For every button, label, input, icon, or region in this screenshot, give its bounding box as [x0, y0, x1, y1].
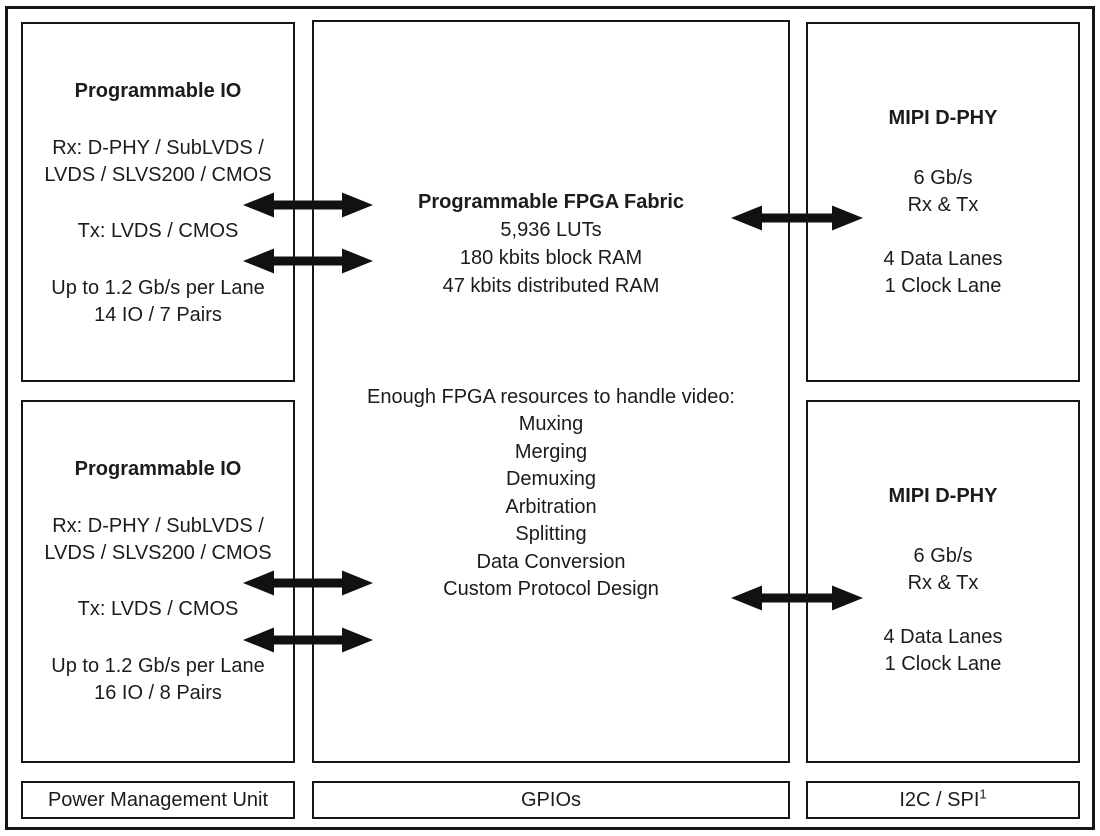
pmu-label: Power Management Unit	[47, 788, 269, 811]
dphy-speed-group: 6 Gb/s Rx & Tx	[808, 165, 1078, 219]
i2c-spi-label: I2C / SPI1	[899, 785, 987, 811]
bidirectional-arrow-left-3	[243, 570, 373, 596]
lane-rate-group: Up to 1.2 Gb/s per Lane 14 IO / 7 Pairs	[23, 275, 293, 329]
video-resources-heading: Enough FPGA resources to handle video:	[366, 386, 735, 408]
fpga-fabric-title: Programmable FPGA Fabric	[418, 191, 684, 213]
chip-outline	[5, 6, 1095, 830]
lane-rate-line: Up to 1.2 Gb/s per Lane	[51, 655, 265, 677]
distributed-ram-spec: 47 kbits distributed RAM	[442, 275, 660, 297]
dphy-clock-lane: 1 Clock Lane	[884, 653, 1002, 675]
bidirectional-arrow-left-4	[243, 627, 373, 653]
gpios-strip: GPIOs	[312, 781, 790, 819]
capability-item: Custom Protocol Design	[443, 578, 659, 600]
dphy-lanes-group: 4 Data Lanes 1 Clock Lane	[808, 246, 1078, 300]
rx-standards: Rx: D-PHY / SubLVDS / LVDS / SLVS200 / C…	[23, 135, 293, 189]
i2c-spi-footnote: 1	[979, 785, 987, 801]
io-pairs-line: 16 IO / 8 Pairs	[94, 682, 222, 704]
video-capabilities-list: Muxing Merging Demuxing Arbitration Spli…	[314, 411, 788, 604]
fpga-fabric-box: Programmable FPGA Fabric 5,936 LUTs 180 …	[312, 20, 790, 763]
fpga-fabric-specs: 5,936 LUTs 180 kbits block RAM 47 kbits …	[314, 216, 788, 300]
programmable-io-title: Programmable IO	[74, 458, 242, 480]
capability-item: Muxing	[518, 413, 584, 435]
rx-standards-line2: LVDS / SLVS200 / CMOS	[44, 542, 272, 564]
dphy-speed: 6 Gb/s	[913, 545, 973, 567]
rx-standards-line1: Rx: D-PHY / SubLVDS /	[52, 137, 264, 159]
capability-item: Demuxing	[505, 468, 597, 490]
tx-standards: Tx: LVDS / CMOS	[77, 220, 239, 242]
io-pairs-line: 14 IO / 7 Pairs	[94, 304, 222, 326]
mipi-dphy-title: MIPI D-PHY	[888, 107, 998, 129]
mipi-dphy-bottom-box: MIPI D-PHY 6 Gb/s Rx & Tx 4 Data Lanes 1…	[806, 400, 1080, 763]
power-management-unit-strip: Power Management Unit	[21, 781, 295, 819]
dphy-speed: 6 Gb/s	[913, 167, 973, 189]
rx-standards: Rx: D-PHY / SubLVDS / LVDS / SLVS200 / C…	[23, 513, 293, 567]
dphy-rxtx: Rx & Tx	[907, 572, 979, 594]
block-ram-spec: 180 kbits block RAM	[459, 247, 643, 269]
dphy-data-lanes: 4 Data Lanes	[883, 248, 1003, 270]
bidirectional-arrow-right-2	[731, 585, 863, 611]
programmable-io-title: Programmable IO	[74, 80, 242, 102]
capability-item: Data Conversion	[476, 550, 626, 573]
bidirectional-arrow-left-2	[243, 248, 373, 274]
dphy-rxtx: Rx & Tx	[907, 194, 979, 216]
bidirectional-arrow-left-1	[243, 192, 373, 218]
lane-rate-group: Up to 1.2 Gb/s per Lane 16 IO / 8 Pairs	[23, 653, 293, 707]
bidirectional-arrow-right-1	[731, 205, 863, 231]
lane-rate-line: Up to 1.2 Gb/s per Lane	[51, 277, 265, 299]
capability-item: Splitting	[515, 523, 587, 545]
programmable-io-top-box: Programmable IO Rx: D-PHY / SubLVDS / LV…	[21, 22, 295, 382]
capability-item: Merging	[514, 440, 588, 463]
gpios-label: GPIOs	[520, 788, 581, 811]
dphy-data-lanes: 4 Data Lanes	[883, 626, 1003, 648]
tx-standards: Tx: LVDS / CMOS	[77, 598, 239, 620]
luts-spec: 5,936 LUTs	[500, 219, 602, 241]
mipi-dphy-title: MIPI D-PHY	[888, 485, 998, 507]
i2c-spi-strip: I2C / SPI1	[806, 781, 1080, 819]
dphy-clock-lane: 1 Clock Lane	[884, 275, 1002, 297]
capability-item: Arbitration	[505, 495, 597, 518]
rx-standards-line1: Rx: D-PHY / SubLVDS /	[52, 515, 264, 537]
dphy-lanes-group: 4 Data Lanes 1 Clock Lane	[808, 624, 1078, 678]
dphy-speed-group: 6 Gb/s Rx & Tx	[808, 543, 1078, 597]
mipi-dphy-top-box: MIPI D-PHY 6 Gb/s Rx & Tx 4 Data Lanes 1…	[806, 22, 1080, 382]
rx-standards-line2: LVDS / SLVS200 / CMOS	[44, 164, 272, 186]
